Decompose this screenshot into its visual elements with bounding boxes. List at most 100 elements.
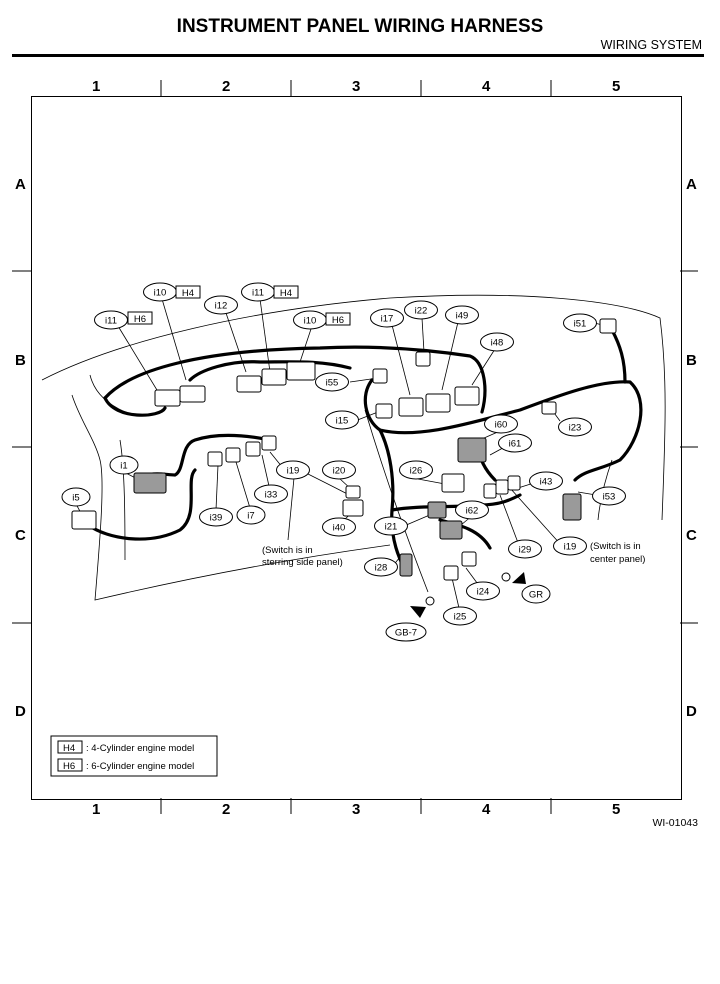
callout-label: i26 [410,466,423,477]
ground-arrows [410,572,526,618]
callout-bubble [529,471,563,491]
callout-label: i20 [333,466,346,477]
callout-bubble [322,517,356,537]
callouts: i10 i11 i11 i10 i12 i17 i22 i49 i48 i51 i55 i15 i60 i… [61,282,626,642]
callout-label: i1 [120,461,127,472]
callout-label: i23 [569,423,582,434]
callout-bubble [466,581,500,601]
callout-bubble [254,484,288,504]
row-label-left-b: B [15,352,26,369]
callout-bubble [385,622,427,642]
callout-bubble [374,516,408,536]
column-label-bottom-1: 1 [92,801,101,818]
legend-text-h4: : 4-Cylinder engine model [86,743,194,754]
callout-label: i33 [265,490,278,501]
callout-bubble [399,460,433,480]
callout-label: i53 [603,492,616,503]
callout-label: i21 [385,522,398,533]
model-tag-box [325,312,351,326]
figure-id: WI-01043 [652,817,698,829]
row-label-left-a: A [15,176,26,193]
callout-bubble [484,414,518,434]
note-center-line1: (Switch is in [590,541,641,552]
column-label-bottom-2: 2 [222,801,231,818]
callout-label: i51 [574,319,587,330]
column-label-top-5: 5 [612,78,621,95]
callout-label: i22 [415,306,428,317]
callout-label: i62 [466,506,479,517]
callout-label: i55 [326,378,339,389]
note-steering-line1: (Switch is in [262,545,313,556]
column-label-bottom-3: 3 [352,801,361,818]
row-label-left-c: C [15,527,26,544]
row-label-right-a: A [686,176,697,193]
callout-label: i60 [495,420,508,431]
section-label: WIRING SYSTEM [600,38,702,52]
row-label-left-d: D [15,703,26,720]
callout-label: GB-7 [395,628,417,639]
model-tag-label: H6 [332,315,344,326]
column-label-top-2: 2 [222,78,231,95]
page-title: INSTRUMENT PANEL WIRING HARNESS [176,16,544,37]
callout-bubble [521,584,551,604]
callout-bubble [558,417,592,437]
callout-bubble [445,305,479,325]
legend: H4 : 4-Cylinder engine model H6 : 6-Cyli… [50,735,218,777]
column-label-bottom-5: 5 [612,801,621,818]
callout-label: i49 [456,311,469,322]
callout-label: i43 [540,477,553,488]
callout-bubble [480,332,514,352]
callout-label: i29 [519,545,532,556]
callout-bubble [553,536,587,556]
connector-shapes [71,318,617,606]
callout-bubble [276,460,310,480]
callout-label: i11 [252,288,264,299]
callout-bubble [236,505,266,525]
model-tag-label: H4 [280,288,292,299]
callout-label: i19 [287,466,300,477]
callout-label: i40 [333,523,346,534]
callout-bubble [498,433,532,453]
diagram-frame [31,96,682,800]
callout-label: i15 [336,416,349,427]
callout-bubble [404,300,438,320]
legend-code-h6: H6 [63,761,75,772]
callout-bubble [443,606,477,626]
callout-bubble [109,455,139,475]
callout-label: i17 [381,314,394,325]
callout-bubble [61,487,91,507]
callout-bubble [204,295,238,315]
callout-label: i19 [564,542,577,553]
callout-label: i39 [210,513,223,524]
model-tag-label: H4 [182,288,194,299]
row-label-right-c: C [686,527,697,544]
callout-label: i48 [491,338,504,349]
note-steering-line2: sterring side panel) [262,557,343,568]
legend-text-h6: : 6-Cylinder engine model [86,761,194,772]
model-tag-box [127,311,153,325]
callout-label: GR [529,590,543,601]
callout-label: i10 [304,316,317,327]
callout-label: i12 [215,301,228,312]
callout-label: i11 [105,316,117,327]
note-center-line2: center panel) [590,554,645,565]
row-label-right-d: D [686,703,697,720]
callout-bubble [592,486,626,506]
callout-bubble [322,460,356,480]
harness-trunk [86,328,643,572]
column-label-top-3: 3 [352,78,361,95]
callout-label: i7 [247,511,254,522]
model-tag-box [175,285,201,299]
callout-label: i10 [154,288,167,299]
callout-bubble [563,313,597,333]
callout-label: i28 [375,563,388,574]
column-label-top-1: 1 [92,78,101,95]
callout-bubble [325,410,359,430]
callout-label: i24 [477,587,490,598]
callout-label: i5 [72,493,79,504]
callout-bubble [199,507,233,527]
callout-bubble [508,539,542,559]
column-label-bottom-4: 4 [482,801,491,818]
